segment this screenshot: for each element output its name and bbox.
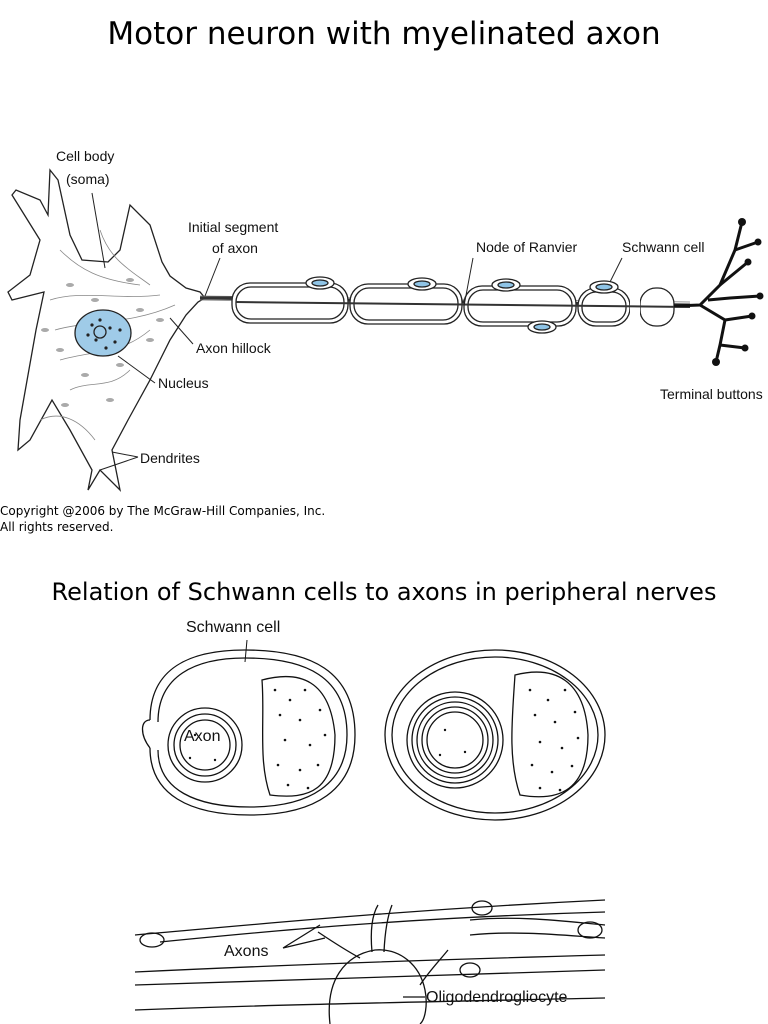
axon-terminal xyxy=(673,221,761,363)
neuron-nucleus xyxy=(74,309,132,357)
label-dendrites: Dendrites xyxy=(140,450,200,466)
cross-section-early xyxy=(141,649,356,816)
label-axons: Axons xyxy=(224,943,268,960)
label-cell-body: Cell body xyxy=(56,148,114,164)
schwann-nucleus-dots xyxy=(188,688,580,792)
terminal-buttons xyxy=(712,218,764,366)
label-node-of-ranvier: Node of Ranvier xyxy=(476,239,578,255)
label-axon-hillock: Axon hillock xyxy=(196,340,272,356)
label-initial-segment: Initial segment xyxy=(188,219,278,235)
axon-band-1 xyxy=(134,899,606,936)
neuron-diagram xyxy=(7,168,764,492)
label-axon: Axon xyxy=(184,728,220,745)
oligodendrocyte-body xyxy=(328,949,427,1024)
nucleus-chromatin xyxy=(86,318,122,350)
neuron-title: Motor neuron with myelinated axon xyxy=(107,16,661,52)
label-nucleus: Nucleus xyxy=(158,375,209,391)
schwann-nuclei xyxy=(305,276,619,334)
label-terminal-buttons: Terminal buttons xyxy=(660,386,763,402)
leader-lines xyxy=(91,192,623,471)
label-of-axon: of axon xyxy=(212,240,258,256)
soma-granules xyxy=(41,278,164,407)
label-oligodendrocyte: Oligodendrogliocyte xyxy=(426,989,568,1006)
label-schwann-cell-cross: Schwann cell xyxy=(186,619,280,636)
copyright-line-1: Copyright @2006 by The McGraw-Hill Compa… xyxy=(0,504,326,518)
label-soma: (soma) xyxy=(66,171,110,187)
copyright-line-2: All rights reserved. xyxy=(0,520,114,534)
cross-section-myelinated xyxy=(384,649,606,821)
label-schwann-cell: Schwann cell xyxy=(622,239,705,255)
soma-texture xyxy=(39,229,176,441)
schwann-title: Relation of Schwann cells to axons in pe… xyxy=(51,578,717,606)
schwann-cross-sections xyxy=(141,639,606,821)
copyright-notice: Copyright @2006 by The McGraw-Hill Compa… xyxy=(0,503,325,535)
